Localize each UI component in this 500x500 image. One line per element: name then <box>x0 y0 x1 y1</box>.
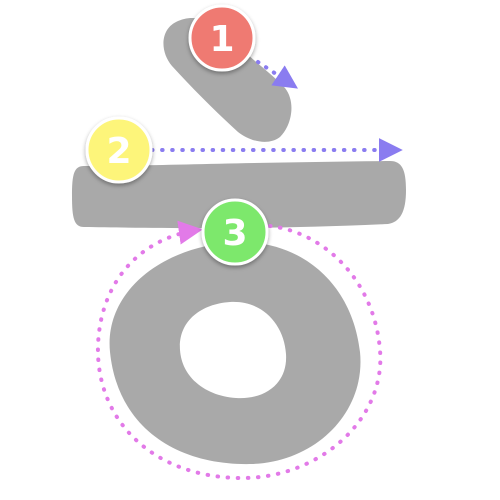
stroke-3-arrow <box>95 220 383 481</box>
stroke-3-shape <box>109 241 361 465</box>
stroke-1-badge: 1 <box>188 4 256 72</box>
stroke-1-number: 1 <box>209 19 234 60</box>
stroke-3-number: 3 <box>222 213 247 254</box>
stroke-2-shape <box>72 161 406 229</box>
stroke-2-number: 2 <box>106 131 131 172</box>
stroke-2-badge: 2 <box>85 116 153 184</box>
stroke-3-badge: 3 <box>201 198 269 266</box>
stroke-1-arrow <box>256 60 298 89</box>
